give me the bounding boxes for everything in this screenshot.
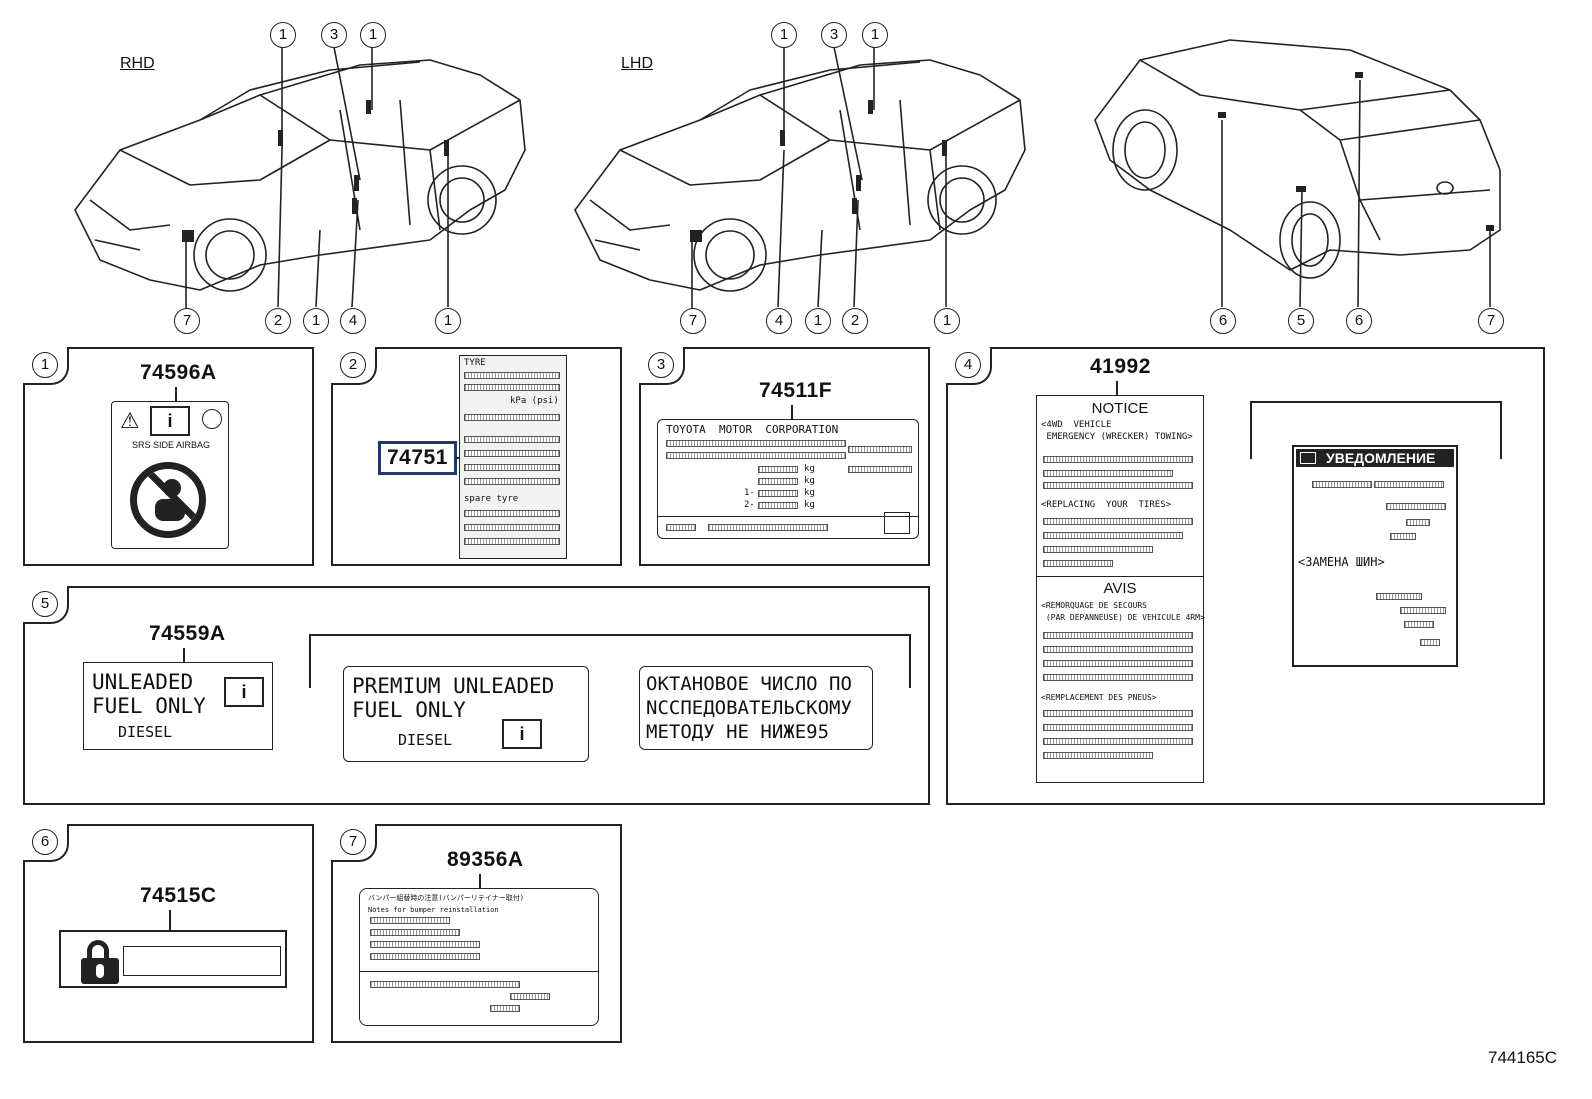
avis-tires-title: <REMPLACEMENT DES PNEUS> [1041, 693, 1157, 702]
callout-lhd-top-3: 1 [862, 22, 888, 48]
callout-lhd-bottom-3: 1 [805, 308, 831, 334]
callout-rhd-bottom-4: 4 [340, 308, 366, 334]
panel-3-index: 3 [648, 352, 674, 378]
bumper-jp-title: バンパー組替時の注意(バンパーリテイナー取付) [368, 894, 524, 902]
manual-icon-2: i [502, 719, 542, 749]
unleaded-line1: UNLEADED [92, 670, 194, 694]
manufacturer-text: TOYOTA MOTOR CORPORATION [666, 423, 839, 436]
bumper-reinstall-label: バンパー組替時の注意(バンパーリテイナー取付) Notes for bumper… [359, 888, 599, 1026]
notice-tires-title: <REPLACING YOUR TIRES> [1041, 500, 1172, 510]
axle-row-2: 2- [744, 500, 755, 510]
manual-icon: i [150, 406, 190, 436]
panel-5-part-number: 74559A [149, 622, 226, 645]
weight-unit-1: kg [804, 464, 815, 474]
srs-side-airbag-label: ⚠ i SRS SIDE AIRBAG [111, 401, 229, 549]
padlock-icon [79, 940, 123, 984]
axle-row-1: 1- [744, 488, 755, 498]
lhd-label: LHD [621, 55, 654, 72]
vehicle-id-plate: TOYOTA MOTOR CORPORATION kg kg 1- kg 2- … [657, 419, 919, 539]
octane-line3: МЕТОДУ НЕ НИЖЕ95 [646, 721, 830, 743]
diagram-code: 744165C [1488, 1048, 1558, 1067]
octane-line1: ОКТАНОВОЕ ЧИСЛО ПО [646, 673, 852, 695]
callout-rhd-top-2: 3 [321, 22, 347, 48]
panel-4-index: 4 [955, 352, 981, 378]
spare-tyre-text: spare tyre [464, 494, 519, 504]
callout-lhd-bottom-2: 4 [766, 308, 792, 334]
panel-6: 6 74515C [23, 824, 314, 1043]
russian-notice-title: УВЕДОМЛЕНИЕ [1296, 449, 1454, 467]
panel-6-index: 6 [32, 829, 58, 855]
unleaded-line2: FUEL ONLY [92, 694, 206, 718]
child-lock-bar [123, 946, 281, 976]
vehicle-drawings [74, 39, 1501, 310]
notice-title: NOTICE [1091, 400, 1149, 417]
callout-rear-4: 7 [1478, 308, 1504, 334]
callout-rhd-top-1: 1 [270, 22, 296, 48]
warning-icon: ⚠ [120, 408, 140, 433]
premium-line2: FUEL ONLY [352, 698, 466, 722]
panel-2-index: 2 [340, 352, 366, 378]
avis-title: AVIS [1103, 580, 1137, 597]
callout-rhd-bottom-3: 1 [303, 308, 329, 334]
panel-7-part-number: 89356A [447, 848, 524, 871]
weight-unit-3: kg [804, 488, 815, 498]
weight-unit-2: kg [804, 476, 815, 486]
octane-line2: NССПЕДОВАТЕЛЬСКОМУ [646, 697, 852, 719]
panel-2: 2 74751 TYRE kPa (psi) spare tyre [331, 347, 622, 566]
avis-towing-line2: (PAR DEPANNEUSE) DE VEHICULE 4RM> [1041, 613, 1205, 622]
callout-rear-1: 6 [1210, 308, 1236, 334]
panel-6-part-number: 74515C [140, 884, 217, 907]
russian-notice-label: УВЕДОМЛЕНИЕ <ЗАМЕНА ШИН> [1292, 445, 1458, 667]
tyre-pressure-unit: kPa (psi) [510, 396, 559, 406]
panel-2-part-number: 74751 [378, 441, 457, 475]
diesel-text: DIESEL [118, 723, 173, 741]
callout-lhd-bottom-1: 7 [680, 308, 706, 334]
towing-notice-label: NOTICE <4WD VEHICLE EMERGENCY (WRECKER) … [1036, 395, 1205, 783]
panel-1: 1 74596A ⚠ i SRS SIDE AIRBAG [23, 347, 314, 566]
notice-towing-line2: EMERGENCY (WRECKER) TOWING> [1041, 432, 1193, 442]
circle-icon [202, 409, 222, 429]
unleaded-fuel-label: UNLEADED FUEL ONLY DIESEL i [83, 662, 273, 750]
callout-lhd-top-1: 1 [771, 22, 797, 48]
no-child-seat-icon [130, 462, 206, 538]
child-lock-label [59, 930, 287, 988]
panel-1-index: 1 [32, 352, 58, 378]
weight-unit-4: kg [804, 500, 815, 510]
srs-side-airbag-text: SRS SIDE AIRBAG [131, 440, 211, 450]
panel-3-part-number: 74511F [759, 379, 833, 402]
avis-towing-line1: <REMORQUAGE DE SECOURS [1041, 601, 1147, 610]
panel-4-part-number: 41992 [1090, 355, 1151, 378]
panel-5-index: 5 [32, 591, 58, 617]
callout-rhd-bottom-1: 7 [174, 308, 200, 334]
callout-lhd-top-2: 3 [821, 22, 847, 48]
panel-7-index: 7 [340, 829, 366, 855]
callout-rhd-bottom-5: 1 [435, 308, 461, 334]
callout-rhd-bottom-2: 2 [265, 308, 291, 334]
diesel-text-2: DIESEL [398, 731, 453, 749]
rhd-label: RHD [120, 55, 155, 72]
premium-line1: PREMIUM UNLEADED [352, 674, 555, 698]
octane-notice-label: ОКТАНОВОЕ ЧИСЛО ПО NССПЕДОВАТЕЛЬСКОМУ МЕ… [639, 666, 873, 750]
panel-5: 5 74559A UNLEADED FUEL ONLY DIESEL i PRE… [23, 586, 930, 805]
tyre-pressure-label: TYRE kPa (psi) spare tyre [459, 355, 567, 559]
vehicle-views: RHD LHD 1 3 1 7 2 1 4 1 1 3 1 7 4 1 2 1 … [0, 0, 1592, 340]
manual-icon: i [224, 677, 264, 707]
callout-rear-2: 5 [1288, 308, 1314, 334]
panel-3: 3 74511F TOYOTA MOTOR CORPORATION kg kg … [639, 347, 930, 566]
callout-rhd-top-3: 1 [360, 22, 386, 48]
tyre-pressure-title: TYRE [464, 358, 486, 368]
bumper-en-title: Notes for bumper reinstallation [368, 906, 499, 914]
panel-1-part-number: 74596A [140, 361, 217, 384]
callout-lhd-bottom-4: 2 [842, 308, 868, 334]
russian-tires-title: <ЗАМЕНА ШИН> [1298, 555, 1385, 569]
panel-7: 7 89356A バンパー組替時の注意(バンパーリテイナー取付) Notes f… [331, 824, 622, 1043]
premium-unleaded-label: PREMIUM UNLEADED FUEL ONLY DIESEL i [343, 666, 589, 762]
panel-4: 4 41992 NOTICE <4WD VEHICLE EMERGENCY (W… [946, 347, 1545, 805]
callout-lhd-bottom-5: 1 [934, 308, 960, 334]
notice-towing-line1: <4WD VEHICLE [1041, 420, 1112, 430]
callout-rear-3: 6 [1346, 308, 1372, 334]
